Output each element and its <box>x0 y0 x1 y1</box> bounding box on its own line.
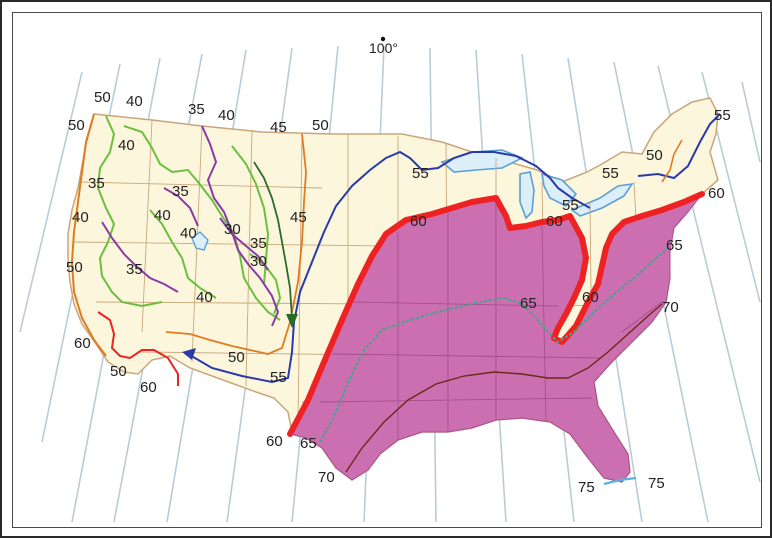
great-salt-lake <box>191 231 209 251</box>
isotherm-label: 60 <box>582 289 599 306</box>
state-border <box>331 353 603 359</box>
isotherm-label: 60 <box>74 335 91 352</box>
isotherm-label: 60 <box>410 213 427 230</box>
isotherm-75-light-blue <box>603 476 637 486</box>
isotherm-label: 35 <box>172 183 189 200</box>
isotherm-45-green <box>231 145 270 285</box>
isotherm-60-red-sw <box>97 311 179 386</box>
isotherm-label: 40 <box>180 225 197 242</box>
arrow-head <box>286 314 298 328</box>
isotherm-40-green <box>249 253 282 315</box>
isotherm-label: 45 <box>290 209 307 226</box>
isotherm-label: 40 <box>218 107 235 124</box>
state-border <box>621 301 663 333</box>
isotherm-55-blue <box>187 150 591 384</box>
state-border <box>297 133 303 423</box>
isotherm-label: 50 <box>312 117 329 134</box>
isotherm-50-orange-rockies <box>165 133 307 355</box>
isotherm-label: 30 <box>250 253 267 270</box>
isotherm-65-teal <box>319 245 671 443</box>
isotherm-label: 50 <box>66 259 83 276</box>
isotherm-label: 45 <box>270 119 287 136</box>
isotherm-label: 75 <box>648 475 665 492</box>
state-border <box>319 397 593 403</box>
isotherm-label: 50 <box>94 89 111 106</box>
lake-michigan <box>519 171 535 220</box>
isotherm-label: 55 <box>602 165 619 182</box>
isotherm-label: 35 <box>250 235 267 252</box>
isotherm-label: 35 <box>88 175 105 192</box>
isotherm-45-darkgreen <box>253 161 293 319</box>
isotherm-50-orange-coast <box>70 113 107 357</box>
isotherm-35-purple <box>201 125 280 327</box>
isotherm-label: 60 <box>708 185 725 202</box>
isotherm-label: 55 <box>412 165 429 182</box>
meridian-line <box>19 71 83 333</box>
isotherm-label: 75 <box>578 479 595 496</box>
isotherm-green-group <box>96 115 282 321</box>
isotherm-label: 55 <box>562 197 579 214</box>
isotherm-label: 60 <box>140 379 157 396</box>
isotherm-40-green <box>123 125 281 321</box>
meridian-label: 100° <box>369 40 398 56</box>
isotherm-label: 55 <box>270 369 287 386</box>
isotherm-label: 40 <box>154 207 171 224</box>
lake-erie-ontario <box>570 182 634 217</box>
isotherm-label: 40 <box>72 209 89 226</box>
isotherm-30-purple <box>219 217 269 271</box>
isotherm-label: 65 <box>300 435 317 452</box>
isotherm-label: 70 <box>662 299 679 316</box>
map-inner-border <box>12 12 762 528</box>
isotherm-label: 40 <box>196 289 213 306</box>
isotherm-label: 60 <box>266 433 283 450</box>
isotherm-40-green <box>96 115 163 308</box>
isotherm-label: 50 <box>228 349 245 366</box>
isotherm-label: 70 <box>318 469 335 486</box>
meridian-line <box>741 81 761 163</box>
isotherm-purple-group <box>101 125 280 327</box>
isotherm-35-purple <box>101 221 179 293</box>
isotherm-label: 50 <box>110 363 127 380</box>
isotherm-label: 35 <box>188 101 205 118</box>
isotherm-55-blue-ne <box>637 113 721 180</box>
isotherm-label: 55 <box>714 107 731 124</box>
isotherm-label: 35 <box>126 261 143 278</box>
lake-huron <box>540 172 578 207</box>
state-border <box>541 225 547 423</box>
isotherm-label: 50 <box>646 147 663 164</box>
isotherm-label: 40 <box>118 137 135 154</box>
state-borders-shaded <box>319 202 663 440</box>
meridian-marker <box>380 36 386 42</box>
isotherm-label: 65 <box>520 295 537 312</box>
isotherm-label: 60 <box>546 213 563 230</box>
isotherm-60-red <box>287 191 705 437</box>
isotherm-label: 50 <box>68 117 85 134</box>
isotherm-label: 30 <box>224 221 241 238</box>
isotherm-50-orange-ne <box>661 139 683 183</box>
isotherm-40-green <box>149 209 217 299</box>
isotherm-35-purple <box>163 187 199 227</box>
arrow-head <box>182 348 196 360</box>
isotherm-label: 65 <box>666 237 683 254</box>
state-border <box>141 119 153 333</box>
isotherm-70-brown <box>345 303 663 473</box>
isotherm-label: 40 <box>126 93 143 110</box>
